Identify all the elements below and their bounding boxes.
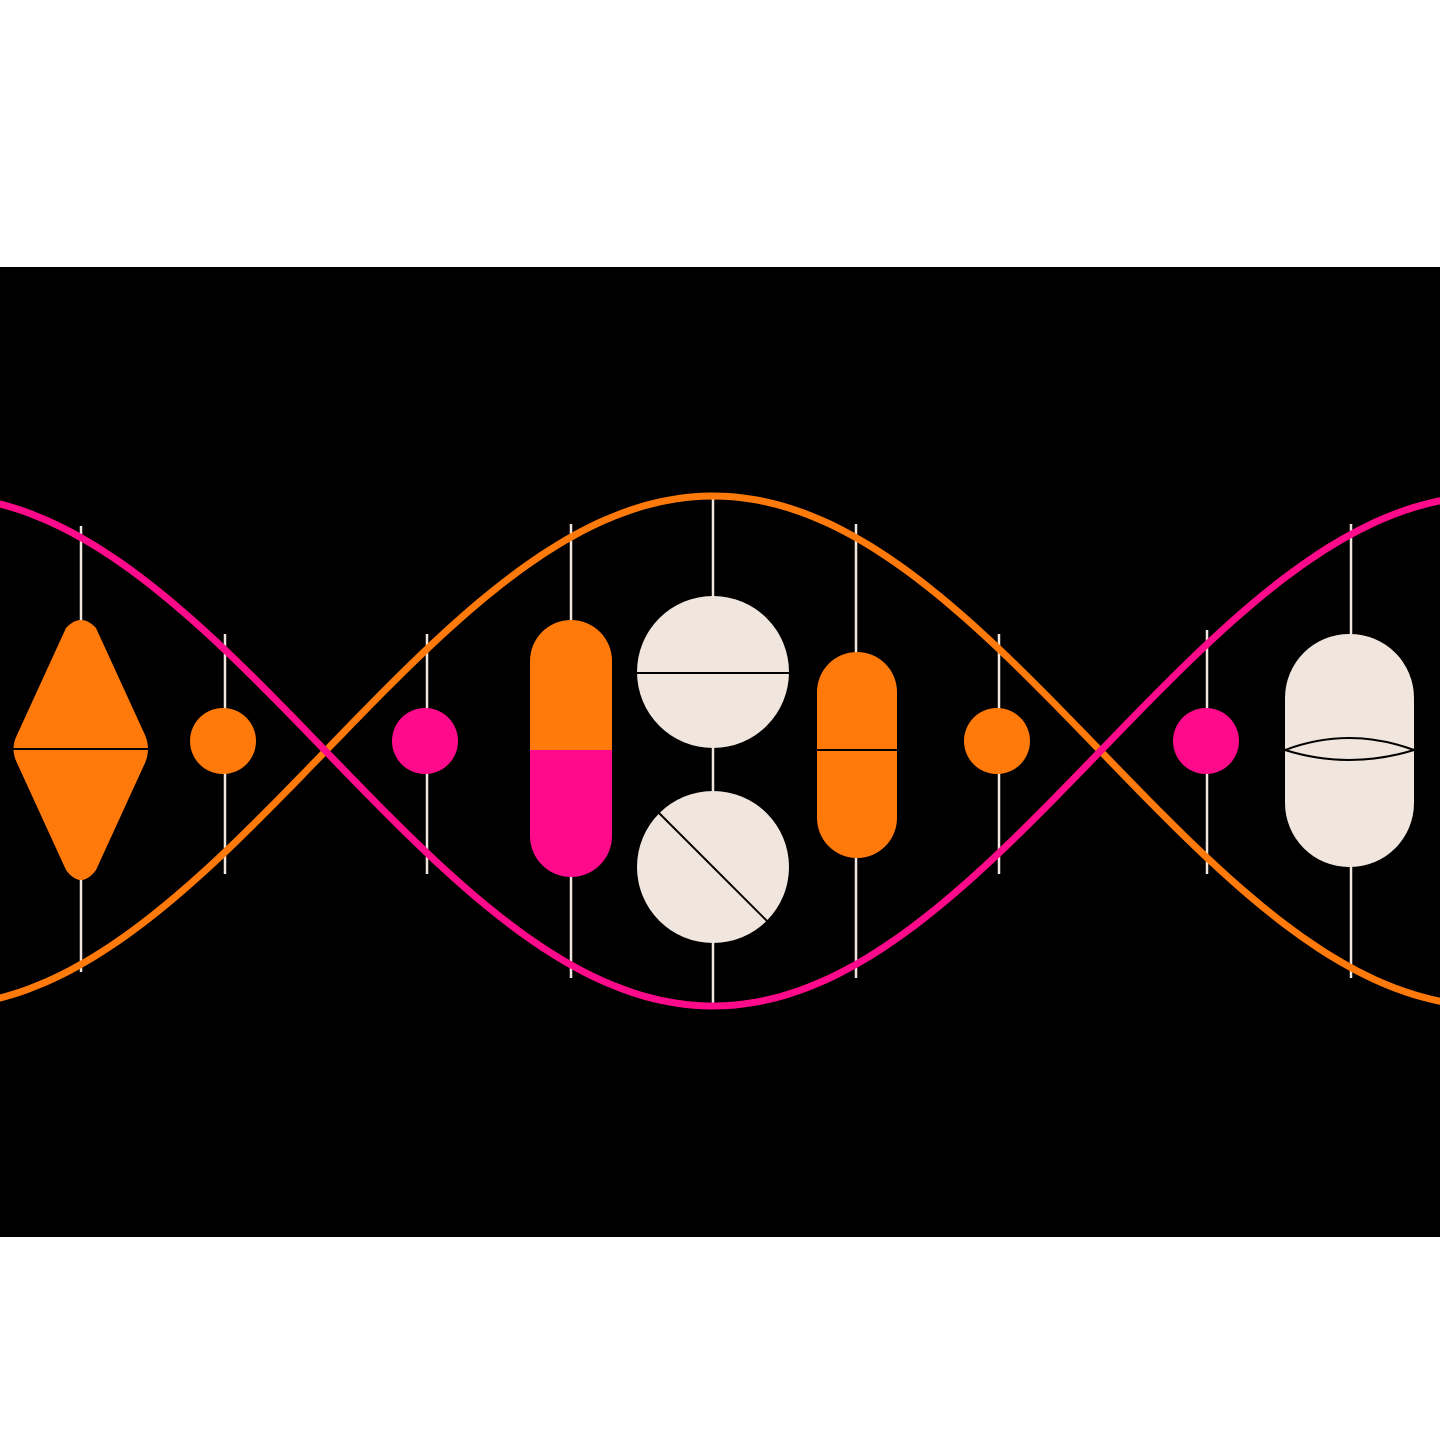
pink-dot	[1173, 708, 1239, 774]
round-tablet-diagonal-score	[637, 791, 789, 943]
pink-dot	[392, 708, 458, 774]
orange-dot	[190, 708, 256, 774]
helix-strand-orange	[0, 492, 1440, 1005]
round-tablet-horizontal-score	[637, 596, 789, 748]
cream-capsule	[1281, 634, 1418, 867]
diamond-tablet	[12, 620, 150, 880]
orange-dot	[964, 708, 1030, 774]
orange-capsule	[817, 652, 897, 858]
helix-strand-pink	[0, 497, 1440, 1010]
two-tone-capsule	[530, 620, 612, 877]
